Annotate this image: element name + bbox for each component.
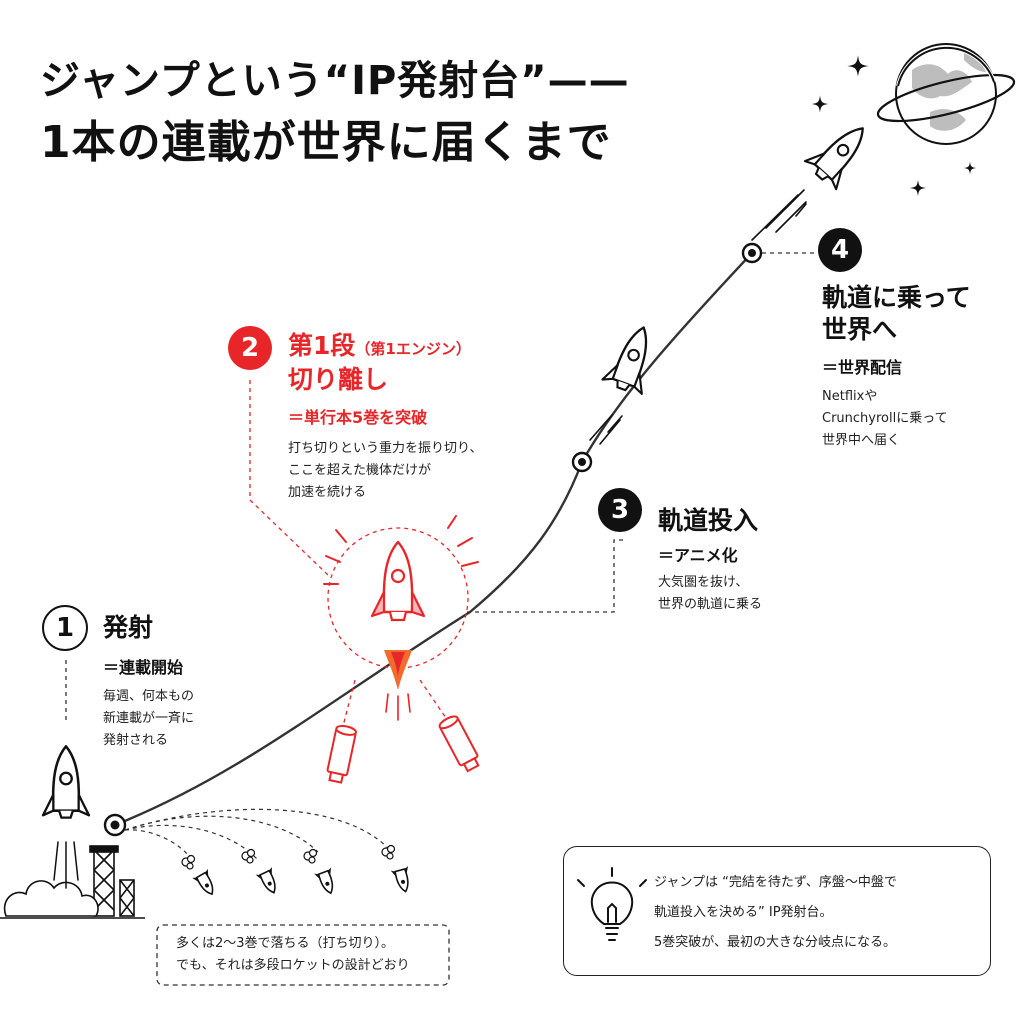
- leader-red: [249, 380, 469, 731]
- step-2-heading-main: 第1段: [288, 331, 356, 360]
- tip-line: 5巻突破が、最初の大きな分岐点になる。: [654, 935, 897, 950]
- launch-smoke: [3, 880, 99, 917]
- step-4-body-line: Netflixや: [822, 389, 878, 404]
- step-1-body-line: 新連載が一斉に: [103, 711, 195, 726]
- step-3-equals: ＝アニメ化: [658, 546, 738, 565]
- step-3-body-line: 世界の軌道に乗る: [658, 597, 763, 612]
- rocket-icon: [370, 540, 426, 622]
- page-title-line1: ジャンプという“IP発射台”——: [40, 58, 630, 104]
- speed-lines-mid: [589, 414, 623, 445]
- step-2-heading-line2: 切り離し: [288, 365, 389, 394]
- step-4-body-line: 世界中へ届く: [822, 433, 901, 448]
- step-1-body: 毎週、何本もの 新連載が一斉に 発射される: [103, 686, 194, 752]
- fallen-note-line: でも、それは多段ロケットの設計どおり: [176, 958, 410, 973]
- step-2-equals: ＝単行本5巻を突破: [288, 408, 428, 427]
- step-4-body-line: Crunchyrollに乗って: [822, 411, 948, 426]
- leader-lines: [65, 252, 814, 720]
- step-4-body: Netflixや Crunchyrollに乗って 世界中へ届く: [822, 386, 948, 452]
- fall-arcs: [124, 808, 389, 861]
- tip-text: ジャンプは “完結を待たず、序盤〜中盤で 軌道投入を決める” IP発射台。 5巻…: [654, 868, 897, 958]
- rocket-flame: [384, 650, 412, 721]
- step-3-body: 大気圏を抜け、 世界の軌道に乗る: [658, 572, 762, 616]
- launch-tower-icon: [0, 845, 145, 919]
- page-title-line2: 1本の連載が世界に届くまで: [40, 117, 612, 168]
- fallen-note-line: 多くは2〜3巻で落ちる（打ち切り）。: [176, 936, 395, 951]
- step-3-heading: 軌道投入: [658, 506, 759, 535]
- top-rocket-exhaust: [785, 195, 807, 217]
- step-4-badge: 4: [818, 228, 862, 272]
- step-2-heading-small: （第1エンジン）: [355, 340, 471, 358]
- trajectory-path: [114, 252, 753, 827]
- step-4-equals: ＝世界配信: [822, 358, 903, 377]
- rocket-icon: [802, 113, 880, 192]
- step-2-body: 打ち切りという重力を振り切り、 ここを超えた機体だけが 加速を続ける: [288, 438, 482, 504]
- step-1-equals: ＝連載開始: [103, 658, 184, 677]
- step-3-badge: 3: [598, 488, 642, 532]
- step-1-body-line: 毎週、何本もの: [103, 689, 195, 704]
- tip-box: [563, 846, 991, 976]
- step-2-heading: 第1段（第1エンジン）: [288, 330, 471, 365]
- tip-line: 軌道投入を決める” IP発射台。: [654, 905, 833, 920]
- node-orbit-insertion: [571, 451, 593, 473]
- step-1-badge: 1: [42, 605, 88, 651]
- step-2-body-line: ここを超えた機体だけが: [288, 463, 432, 478]
- falling-rocket-icon: [181, 844, 416, 900]
- node-world: [741, 242, 763, 264]
- planet-icon: [876, 43, 1016, 145]
- step-2-body-line: 加速を続ける: [288, 485, 367, 500]
- fallen-note-frame: [156, 924, 450, 986]
- step-3-body-line: 大気圏を抜け、: [658, 575, 749, 590]
- fallen-note: 多くは2〜3巻で落ちる（打ち切り）。 でも、それは多段ロケットの設計どおり: [176, 933, 410, 977]
- step-4-heading-line2: 世界へ: [822, 315, 898, 344]
- step-2-badge: 2: [228, 326, 272, 370]
- step-1-body-line: 発射される: [103, 733, 169, 748]
- rocket-icon: [600, 319, 665, 398]
- step-2-body-line: 打ち切りという重力を振り切り、: [288, 441, 483, 456]
- step-4-heading-line1: 軌道に乗って: [822, 283, 971, 312]
- rocket-icon: [41, 745, 91, 819]
- tip-line: ジャンプは “完結を待たず、序盤〜中盤で: [654, 875, 897, 890]
- booster-icon: [326, 715, 480, 784]
- launch-exhaust: [53, 841, 79, 889]
- ignition-rays: [323, 515, 479, 585]
- lightbulb-icon: [577, 867, 647, 941]
- step-1-heading: 発射: [103, 613, 154, 642]
- node-launch: [103, 813, 127, 837]
- speed-trail: [751, 189, 807, 241]
